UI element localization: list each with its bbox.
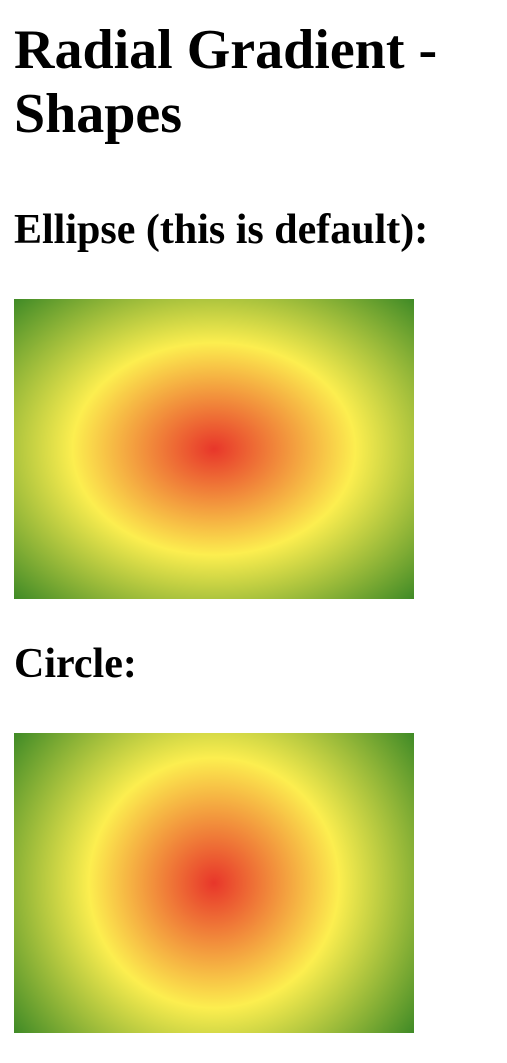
- page-title: Radial Gradient - Shapes: [14, 19, 438, 145]
- ellipse-section-heading: Ellipse (this is default):: [14, 207, 429, 253]
- ellipse-gradient-box: [14, 299, 414, 599]
- circle-section-heading: Circle:: [14, 641, 137, 687]
- circle-gradient-box: [14, 733, 414, 1033]
